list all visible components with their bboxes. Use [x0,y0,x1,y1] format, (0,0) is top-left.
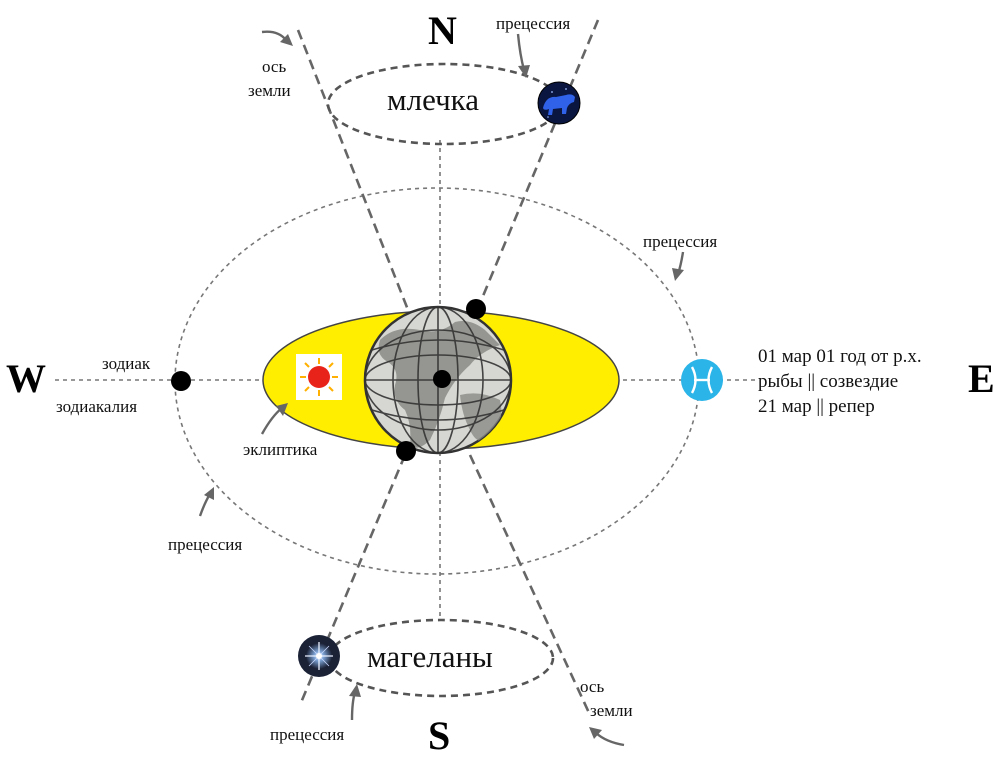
arrow-precession-bottom [349,684,361,721]
south-precession-oval [327,618,555,698]
earth-axis-left [296,29,412,316]
east-line-2: рыбы || созвездие [758,371,898,392]
great-bear-icon [537,81,581,125]
ecliptic-label: эклиптика [243,440,318,459]
arrow-ecliptic [260,403,288,435]
arrow-axis-top [261,30,293,46]
magellans-label: магеланы [367,639,493,674]
axis-top-label-1: ось [262,57,286,76]
compass-south: S [428,713,450,758]
arrow-axis-bottom [589,727,625,747]
compass-west: W [6,356,46,401]
east-line-3: 21 мар || репер [758,396,875,417]
north-pole-dot [466,299,486,319]
milky-way-label: млечка [387,82,479,117]
arrow-precession-left [198,487,214,517]
axis-bottom-label-2: земли [590,701,633,720]
arrow-precession-right [672,251,685,281]
arrow-precession-top [516,33,530,78]
earth-center-dot [433,370,451,388]
precession-right-label: прецессия [643,232,717,251]
pisces-icon [681,359,723,401]
compass-east: E [968,356,995,401]
south-pole-dot [396,441,416,461]
star-icon [298,635,340,677]
sun-icon [296,354,342,400]
axis-bottom-label-1: ось [580,677,604,696]
axis-top-label-2: земли [248,81,291,100]
earth-axis-right-lower [468,454,592,716]
zodiacalia-label: зодиакалия [56,397,137,416]
earth-axis-right [476,19,600,309]
precession-left-label: прецессия [168,535,242,554]
compass-north: N [428,8,457,53]
east-line-1: 01 мар 01 год от р.х. [758,346,922,367]
zodiac-point-dot [171,371,191,391]
zodiac-label: зодиак [102,354,151,373]
precession-bottom-label: прецессия [270,725,344,744]
precession-top-label: прецессия [496,14,570,33]
